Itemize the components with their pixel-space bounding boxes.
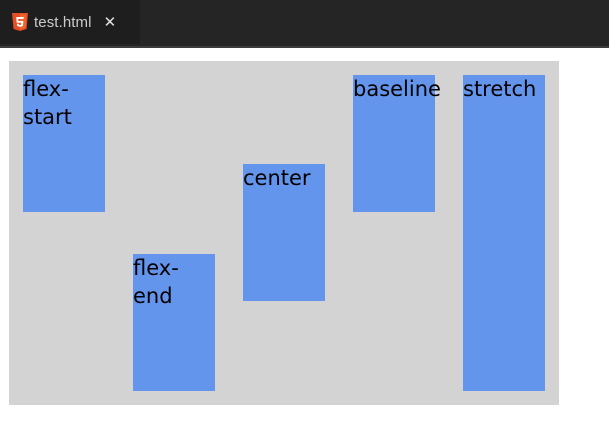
flex-end-box: flex- end: [133, 254, 215, 391]
center-box: center: [243, 164, 325, 301]
close-icon[interactable]: ✕: [103, 12, 117, 31]
tab-test-html[interactable]: test.html ✕: [0, 0, 140, 44]
stretch-box: stretch: [463, 75, 545, 391]
tab-title: test.html: [34, 13, 92, 31]
flex-start-box: flex- start: [23, 75, 105, 212]
flex-container: flex- start flex- end center baseline st…: [9, 61, 559, 405]
tab-bar: test.html ✕: [0, 0, 609, 48]
html5-icon: [12, 13, 28, 31]
baseline-box: baseline: [353, 75, 441, 212]
